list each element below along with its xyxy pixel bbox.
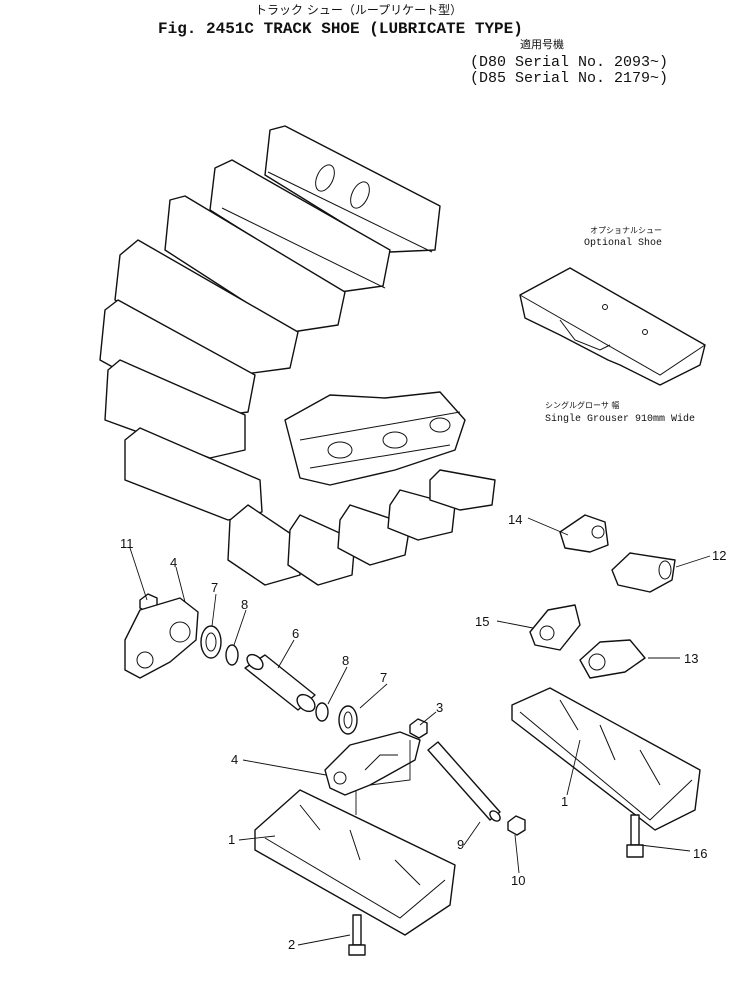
callout-15: 15 bbox=[475, 614, 489, 629]
part-6-bushing bbox=[244, 653, 316, 713]
part-10-nut bbox=[507, 815, 526, 836]
callout-9: 9 bbox=[457, 837, 464, 852]
part-12-piece bbox=[611, 552, 676, 593]
callout-14: 14 bbox=[508, 512, 522, 527]
callout-8-upper: 8 bbox=[241, 597, 248, 612]
part-9-pin bbox=[427, 741, 501, 822]
callout-13: 13 bbox=[684, 651, 698, 666]
applicable-models-label: 適用号機 bbox=[520, 37, 564, 51]
callout-numbers: 11 4 7 8 6 8 7 3 4 1 2 9 10 14 12 15 13 … bbox=[120, 512, 726, 952]
callout-1-right: 1 bbox=[561, 794, 568, 809]
callout-6: 6 bbox=[292, 626, 299, 641]
leader-lines bbox=[129, 517, 711, 946]
callout-2: 2 bbox=[288, 937, 295, 952]
figure-title: Fig. 2451C TRACK SHOE (LUBRICATE TYPE) bbox=[158, 20, 523, 38]
serial-d85: (D85 Serial No. 2179~) bbox=[470, 70, 668, 87]
part-8-ring-upper bbox=[225, 644, 239, 666]
part-13-piece bbox=[579, 639, 646, 679]
header: トラック シュー（ループリケート型） Fig. 2451C TRACK SHOE… bbox=[158, 3, 668, 87]
callout-5: 4 bbox=[170, 555, 177, 570]
part-16-bolt bbox=[626, 814, 644, 858]
part-1-shoe-right bbox=[511, 687, 701, 831]
callout-7-upper: 7 bbox=[211, 580, 218, 595]
optional-shoe-japanese: オプショナルシュー bbox=[590, 226, 662, 235]
callout-12: 12 bbox=[712, 548, 726, 563]
callout-3: 3 bbox=[436, 700, 443, 715]
part-15-piece bbox=[529, 604, 581, 651]
callout-16: 16 bbox=[693, 846, 707, 861]
optional-shoe-illustration: オプショナルシュー Optional Shoe bbox=[519, 226, 706, 386]
part-1-shoe-left bbox=[254, 789, 456, 936]
part-3-nut bbox=[409, 718, 428, 739]
callout-4: 4 bbox=[231, 752, 238, 767]
grouser-japanese: シングルグローサ 幅 bbox=[545, 400, 619, 410]
part-14-piece bbox=[559, 514, 609, 553]
callout-11: 11 bbox=[120, 536, 134, 551]
part-2-bolt bbox=[348, 914, 366, 956]
part-7-seal-upper bbox=[200, 625, 222, 659]
optional-shoe-label: Optional Shoe bbox=[584, 237, 662, 249]
callout-7-lower: 7 bbox=[380, 670, 387, 685]
callout-1-left: 1 bbox=[228, 832, 235, 847]
title-japanese: トラック シュー（ループリケート型） bbox=[255, 3, 462, 17]
callout-8-lower: 8 bbox=[342, 653, 349, 668]
serial-d80: (D80 Serial No. 2093~) bbox=[470, 54, 668, 71]
part-4-link bbox=[324, 731, 421, 815]
grouser-label: Single Grouser 910mm Wide bbox=[545, 413, 695, 425]
part-7-seal-lower bbox=[338, 705, 358, 735]
grouser-note: シングルグローサ 幅 Single Grouser 910mm Wide bbox=[545, 400, 695, 425]
part-8-ring-lower bbox=[315, 702, 329, 722]
sprocket-track-assembly bbox=[99, 125, 496, 586]
callout-10: 10 bbox=[511, 873, 525, 888]
part-5-link bbox=[124, 597, 199, 679]
